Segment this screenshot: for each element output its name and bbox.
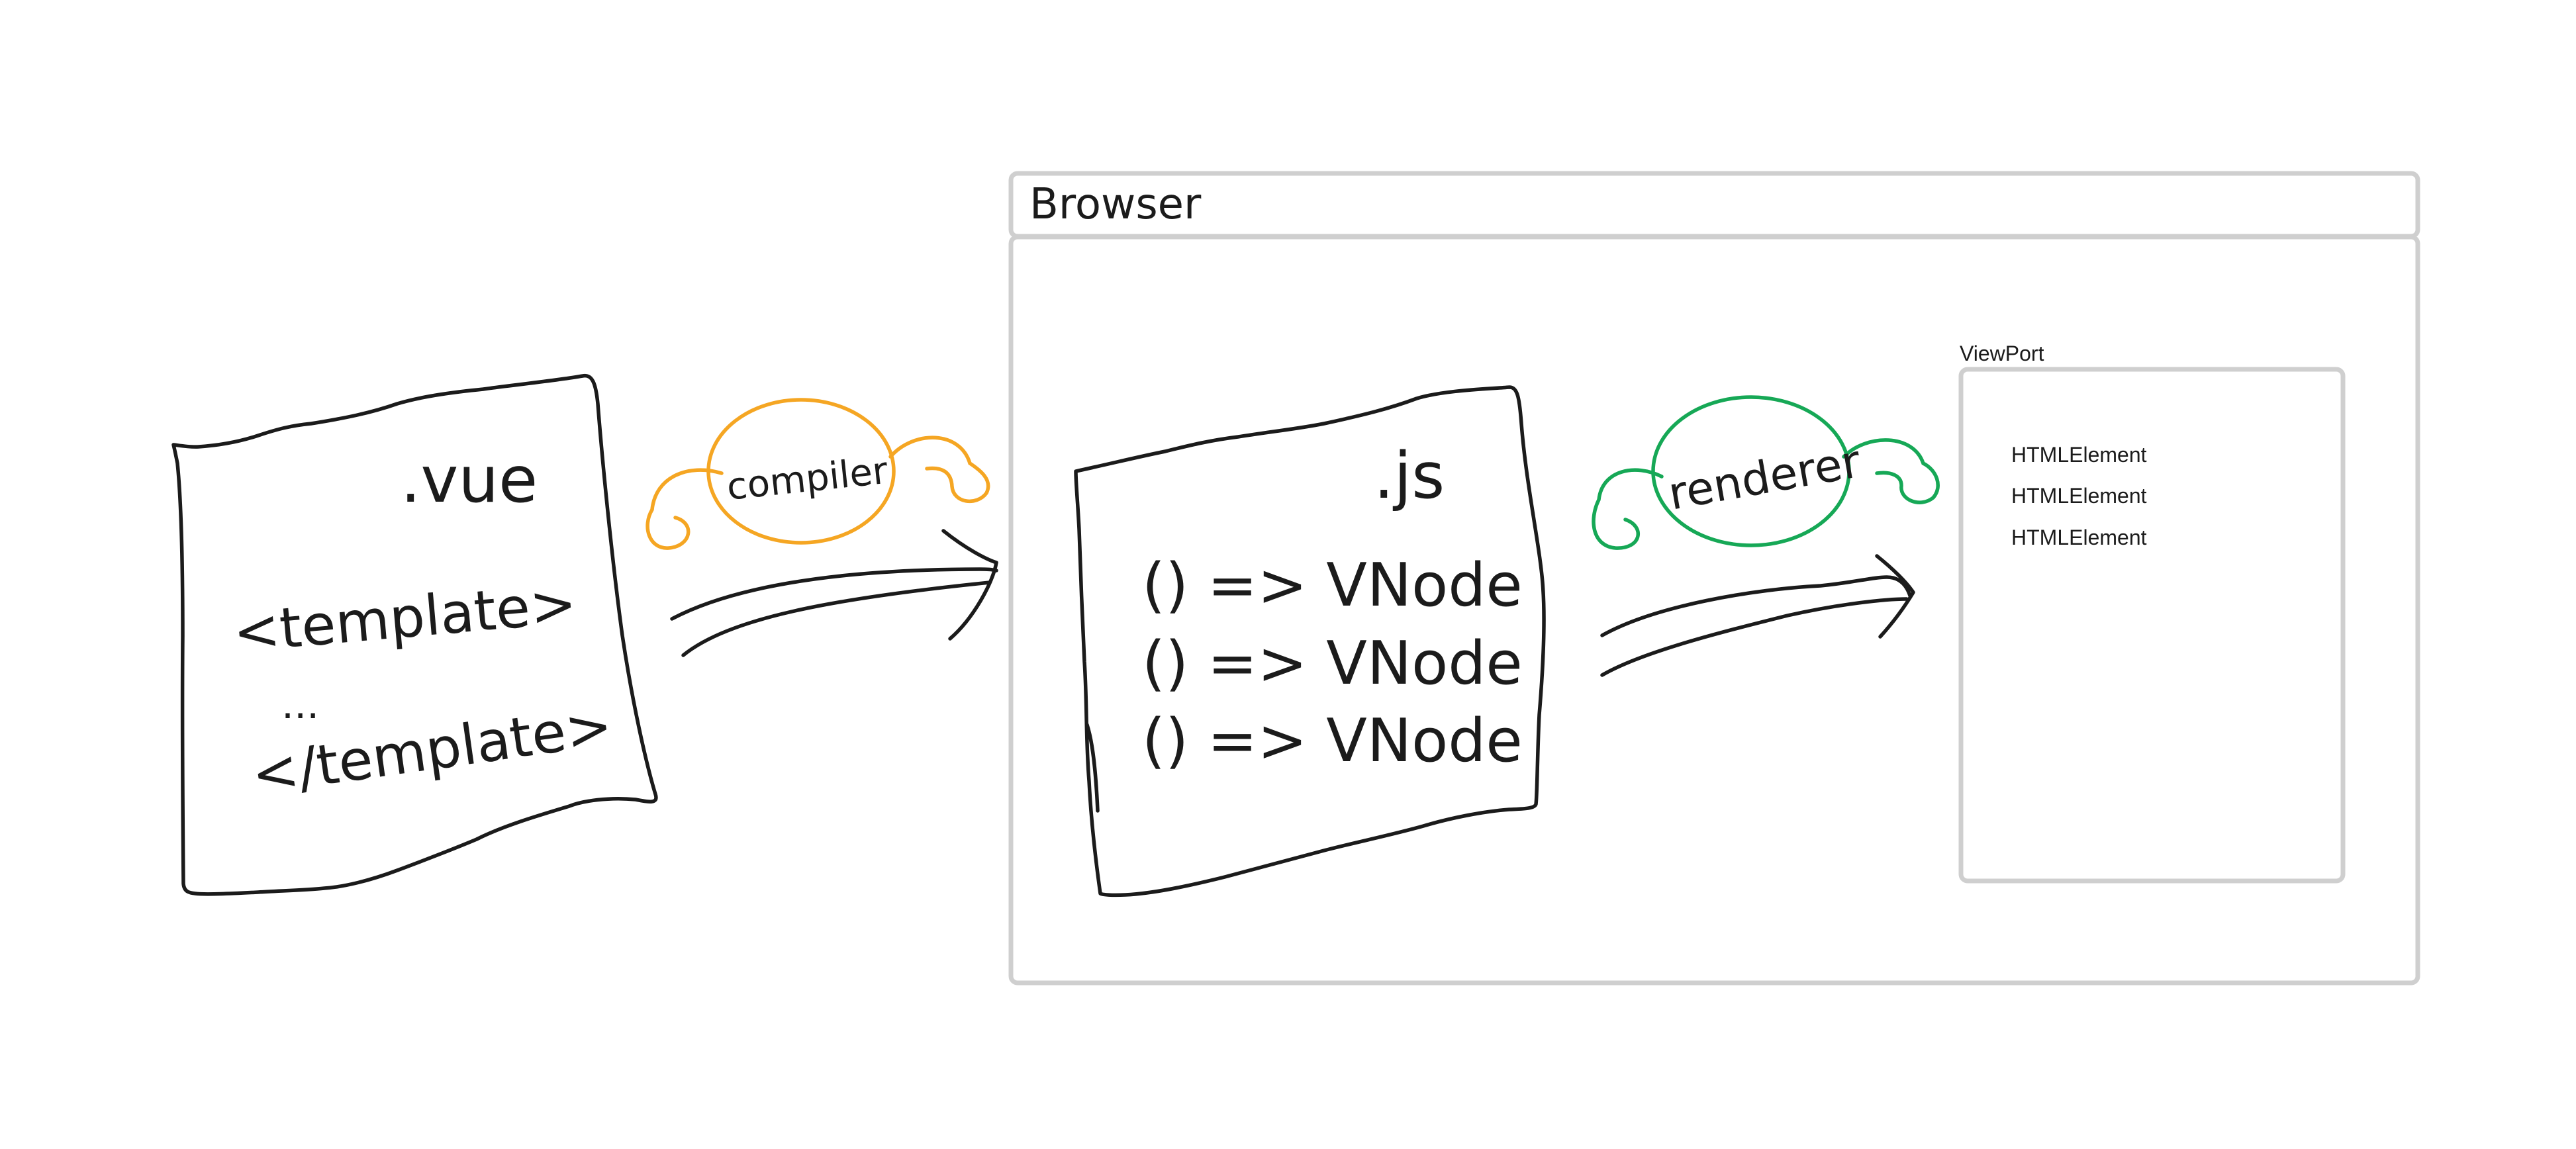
js-line-3: () => VNode	[1142, 706, 1523, 776]
compiler-right-ear	[888, 436, 990, 504]
viewport-label: ViewPort	[1960, 342, 2044, 365]
js-file-inner-stroke	[1085, 723, 1100, 813]
js-line-2: () => VNode	[1142, 629, 1523, 698]
compile-arrow-shaft-bottom	[681, 580, 992, 657]
js-extension: .js	[1374, 439, 1445, 513]
compiler-left-ear	[645, 468, 724, 550]
vue-extension: .vue	[401, 443, 538, 517]
html-element-1: HTMLElement	[2011, 443, 2147, 467]
render-arrow-shaft-bottom	[1600, 597, 1909, 677]
html-element-2: HTMLElement	[2011, 484, 2147, 508]
renderer-right-ear	[1842, 438, 1940, 504]
browser-title: Browser	[1029, 180, 1202, 229]
render-arrow-shaft-top	[1600, 575, 1912, 637]
vue-file-card: .vue <template> ... </template>	[171, 373, 658, 896]
js-line-1: () => VNode	[1142, 551, 1523, 620]
viewport: ViewPort HTMLElement HTMLElement HTMLEle…	[1958, 342, 2346, 884]
renderer-left-ear	[1592, 468, 1664, 550]
render-arrow	[1600, 554, 1915, 677]
compile-arrow	[670, 529, 998, 657]
compiler-bubble: compiler	[645, 398, 990, 550]
vue-open-tag: <template>	[230, 571, 579, 665]
js-file-card: .js () => VNode () => VNode () => VNode	[1074, 385, 1546, 897]
html-element-3: HTMLElement	[2011, 526, 2147, 549]
browser-title-bar	[1008, 171, 2420, 239]
render-arrow-head	[1875, 554, 1915, 639]
compile-arrow-shaft-top	[670, 567, 998, 621]
vue-file-outline	[171, 373, 658, 896]
compile-arrow-head	[941, 529, 998, 641]
compiler-label: compiler	[725, 449, 890, 509]
js-file-outline	[1074, 385, 1546, 897]
viewport-frame	[1958, 367, 2346, 884]
vue-ellipsis: ...	[281, 682, 319, 728]
